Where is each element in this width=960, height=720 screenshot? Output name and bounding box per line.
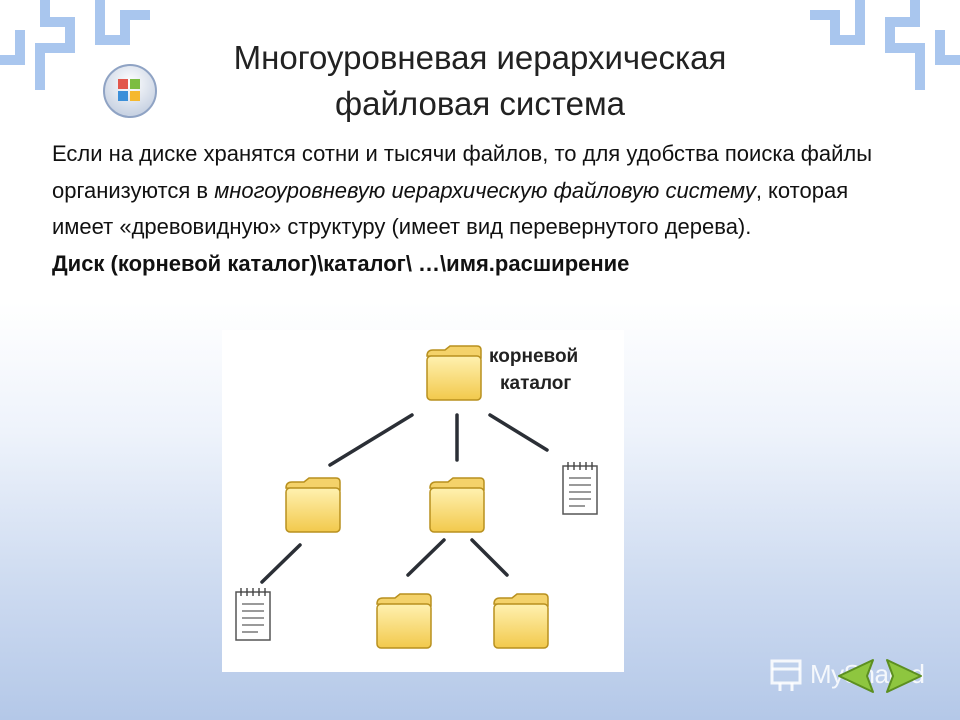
slide-body: Если на диске хранятся сотни и тысячи фа… bbox=[52, 136, 912, 282]
tree-connectors bbox=[260, 413, 549, 584]
level1-folder-b-icon bbox=[429, 477, 485, 533]
description-paragraph: Если на диске хранятся сотни и тысячи фа… bbox=[52, 136, 912, 246]
slide-title-line-1: Многоуровневая иерархическая bbox=[233, 39, 727, 76]
next-slide-arrow-icon[interactable] bbox=[886, 659, 922, 693]
corner-decoration-right bbox=[810, 0, 960, 90]
root-folder-icon bbox=[426, 345, 482, 401]
watermark-logo-icon bbox=[770, 659, 802, 691]
description-text-start: Если на диске хранятся сотни и тысячи фа… bbox=[52, 141, 873, 203]
edge-root-to-folder-a bbox=[328, 413, 414, 467]
root-label-line-1: корневой bbox=[489, 346, 578, 367]
level1-folder-a-icon bbox=[285, 477, 341, 533]
edge-folder-a-to-file bbox=[260, 543, 302, 584]
file-tree-diagram: корневой каталог bbox=[222, 330, 624, 672]
level2-folder-b-icon bbox=[493, 593, 549, 649]
path-format: Диск (корневой каталог)\каталог\ …\имя.р… bbox=[52, 250, 630, 276]
edge-folder-b-to-folder-b bbox=[470, 538, 509, 577]
slide-title-line-2: файловая система bbox=[334, 85, 626, 122]
level1-file-icon bbox=[562, 461, 598, 515]
edge-folder-b-to-folder-a bbox=[406, 538, 446, 577]
edge-root-to-file bbox=[488, 413, 549, 452]
slide-navigation bbox=[838, 659, 922, 693]
previous-slide-arrow-icon[interactable] bbox=[838, 659, 874, 693]
level2-file-icon bbox=[235, 587, 271, 641]
level2-folder-a-icon bbox=[376, 593, 432, 649]
slide-title: Многоуровневая иерархическая файловая си… bbox=[150, 35, 810, 127]
office-logo-icon bbox=[103, 64, 157, 118]
root-label-line-2: каталог bbox=[500, 373, 571, 394]
description-text-end: , которая имеет «древовидную» структуру … bbox=[52, 177, 849, 240]
corner-decoration-left bbox=[0, 0, 150, 90]
description-term: многоуровневую иерархическую файловую си… bbox=[214, 177, 756, 203]
